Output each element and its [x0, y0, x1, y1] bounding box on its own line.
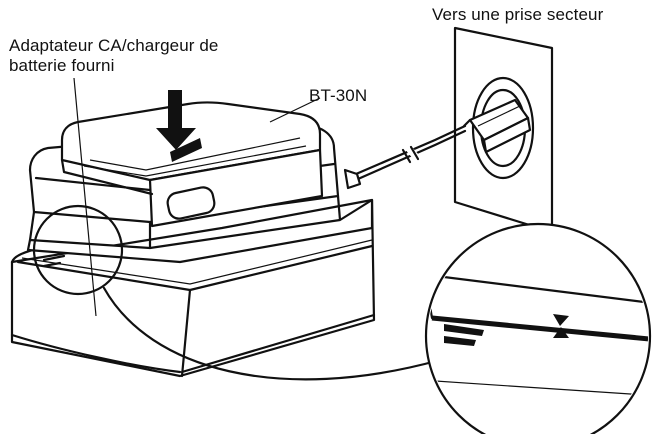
battery-pack — [60, 101, 324, 228]
insert-arrow-icon — [156, 90, 202, 162]
adapter-label: Adaptateur CA/chargeur de batterie fourn… — [9, 36, 218, 76]
outlet-label: Vers une prise secteur — [432, 5, 604, 24]
detail-magnified-view — [424, 222, 652, 434]
adapter-label-line2: batterie fourni — [9, 56, 115, 75]
magnifier-source-circle — [32, 204, 124, 296]
leader-lines — [73, 77, 321, 317]
power-cord — [343, 124, 467, 190]
adapter-label-line1: Adaptateur CA/chargeur de — [9, 36, 219, 55]
battery-label: BT-30N — [309, 86, 368, 105]
callout-curve — [102, 286, 442, 381]
